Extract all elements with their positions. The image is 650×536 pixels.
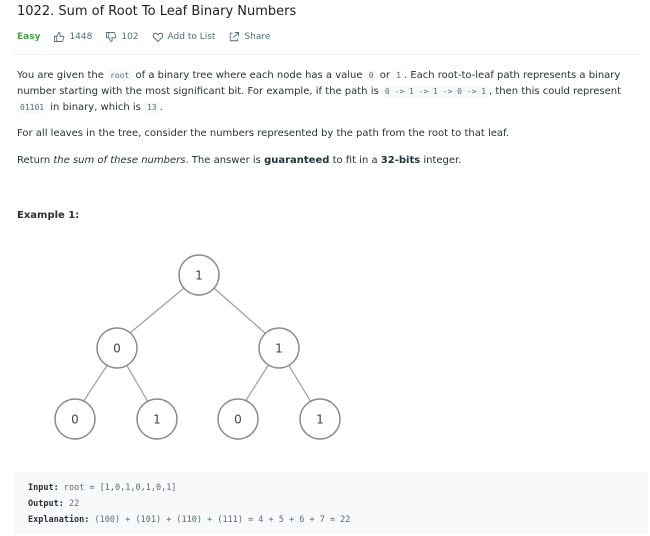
output-value: 22: [68, 499, 80, 509]
text-span: of a binary tree where each node has a v…: [132, 70, 366, 81]
add-to-list-button[interactable]: Add to List: [152, 31, 216, 43]
heart-icon: [152, 32, 163, 43]
tree-nodes: 1 0 1 0 1 0 1: [54, 254, 341, 440]
add-to-list-label: Add to List: [167, 32, 216, 42]
tree-node: 0: [96, 327, 138, 369]
share-button[interactable]: Share: [228, 31, 270, 43]
output-label: Output:: [28, 499, 64, 509]
tree-node-label: 1: [195, 269, 203, 283]
description-line: 01101 in binary, which is 13.: [17, 100, 621, 116]
share-label: Share: [244, 32, 271, 42]
share-icon: [230, 32, 240, 42]
tree-node: 0: [217, 398, 259, 440]
tree-edge: [287, 363, 312, 403]
inline-code: 0 -> 1 -> 1 -> 0 -> 1: [381, 86, 490, 97]
problem-meta: Easy 1448 102 Add to List Share: [17, 30, 283, 44]
tree-edge: [125, 363, 149, 403]
bold-text: 32-bits: [380, 155, 421, 166]
inline-code: 01101: [17, 102, 48, 113]
italic-text: the sum of these numbers: [53, 155, 186, 166]
text-span: to fit in a: [329, 155, 381, 166]
tree-node-label: 0: [71, 413, 79, 427]
explanation-label: Explanation:: [28, 515, 90, 525]
description-paragraph-1: You are given the root of a binary tree …: [17, 68, 621, 116]
text-span: in binary, which is: [47, 102, 145, 113]
example-explanation-line: Explanation: (100) + (101) + (110) + (11…: [28, 512, 634, 528]
tree-node: 1: [299, 398, 341, 440]
description-paragraph-2: For all leaves in the tree, consider the…: [17, 128, 509, 139]
thumbs-up-icon: [54, 32, 65, 42]
tree-node: 1: [136, 398, 178, 440]
tree-node-label: 0: [234, 413, 242, 427]
text-span: , then this could represent: [489, 86, 622, 97]
inline-code: 1: [393, 70, 404, 81]
inline-code: root: [107, 70, 133, 81]
header-divider: [14, 54, 640, 55]
text-span: You are given the: [17, 70, 108, 81]
text-span: number starting with the most significan…: [17, 86, 382, 97]
tree-edge: [213, 287, 266, 334]
tree-node: 1: [258, 327, 300, 369]
tree-edge: [82, 363, 109, 403]
dislike-button[interactable]: 102: [105, 31, 139, 43]
text-span: . Each root-to-leaf path represents a bi…: [403, 70, 621, 81]
thumbs-down-icon: [106, 32, 117, 42]
text-span: Return: [17, 155, 54, 166]
bold-text: guaranteed: [264, 155, 330, 166]
example-title: Example 1:: [17, 210, 80, 221]
example-output-line: Output: 22: [28, 496, 634, 512]
explanation-value: (100) + (101) + (110) + (111) = 4 + 5 + …: [94, 515, 351, 525]
like-button[interactable]: 1448: [53, 31, 92, 43]
tree-node-label: 0: [113, 342, 121, 356]
tree-node-label: 1: [275, 342, 283, 356]
tree-edge: [129, 287, 185, 334]
like-count: 1448: [69, 32, 93, 42]
inline-code: 13: [144, 102, 160, 113]
example-io-box: Input: root = [1,0,1,0,1,0,1] Output: 22…: [14, 472, 648, 534]
tree-edges: [82, 287, 312, 403]
text-span: . The answer is: [185, 155, 265, 166]
description-line: number starting with the most significan…: [17, 84, 621, 100]
text-span: .: [159, 102, 163, 113]
input-label: Input:: [28, 483, 59, 493]
tree-node: 0: [54, 398, 96, 440]
text-span: integer.: [420, 155, 462, 166]
dislike-count: 102: [121, 32, 139, 42]
input-value: root = [1,0,1,0,1,0,1]: [63, 483, 177, 493]
inline-code: 0: [365, 70, 377, 81]
problem-title: 1022. Sum of Root To Leaf Binary Numbers: [17, 4, 297, 19]
difficulty-badge: Easy: [17, 32, 41, 42]
tree-node-label: 1: [153, 413, 161, 427]
description-paragraph-3: Return the sum of these numbers. The ans…: [17, 153, 461, 169]
tree-edge: [244, 363, 270, 403]
description-line: You are given the root of a binary tree …: [17, 68, 621, 84]
text-span: or: [376, 70, 394, 81]
example-input-line: Input: root = [1,0,1,0,1,0,1]: [28, 480, 634, 496]
tree-node-label: 1: [316, 413, 324, 427]
tree-node: 1: [178, 254, 220, 296]
